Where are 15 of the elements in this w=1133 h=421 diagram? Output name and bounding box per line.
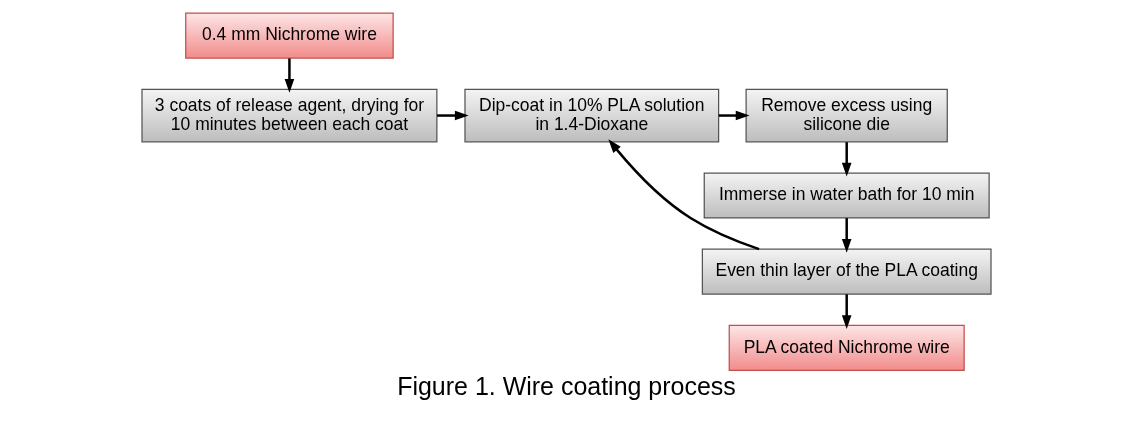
arrow (437, 110, 469, 121)
arrow (841, 218, 852, 253)
node-box: Remove excess using silicone die (745, 88, 948, 143)
node-box: PLA coated Nichrome wire (728, 324, 965, 372)
node-box: 0.4 mm Nichrome wire (185, 12, 394, 59)
caption: Figure 1. Wire coating process (397, 372, 736, 401)
arrow (841, 294, 852, 329)
arrow (718, 110, 750, 121)
node-box: Immerse in water bath for 10 min (703, 172, 990, 219)
arrow (284, 58, 295, 93)
node-box: 3 coats of release agent, drying for 10 minutes between each coat (141, 88, 438, 143)
arrow (608, 139, 760, 251)
arrow (841, 142, 852, 177)
node-box: Dip-coat in 10% PLA solution in 1.4-Dioxane (464, 88, 720, 143)
node-box: Even thin layer of the PLA coating (701, 248, 992, 295)
